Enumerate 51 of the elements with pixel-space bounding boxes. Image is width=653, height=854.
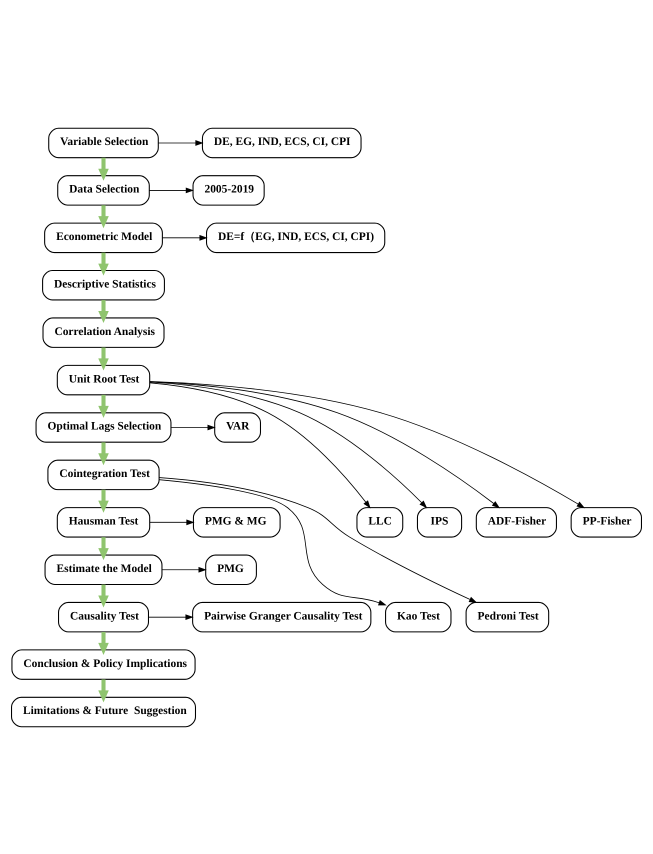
arrow (162, 566, 207, 572)
node-box: Conclusion & Policy Implications (11, 648, 196, 680)
arrow (149, 381, 428, 508)
arrow (98, 536, 109, 560)
arrow (98, 300, 109, 323)
node-box: DE, EG, IND, ECS, CI, CPI (202, 127, 362, 158)
arrow (149, 380, 585, 508)
arrow (158, 476, 478, 602)
arrow (162, 234, 208, 240)
node-box: Limitations & Future Suggestion (11, 696, 196, 727)
node-box: Econometric Model (44, 222, 163, 253)
node-box: 2005-2019 (192, 174, 265, 206)
arrow (148, 614, 194, 620)
arrow (98, 252, 109, 276)
arrow (149, 380, 500, 508)
node-box: DE=f（EG, IND, ECS, CI, CPI) (206, 222, 386, 253)
arrow (98, 157, 109, 180)
arrow (149, 518, 195, 525)
node-box: Causality Test (58, 601, 149, 632)
node-box: Hausman Test (56, 506, 150, 538)
node-box: VAR (214, 412, 262, 442)
node-box: Pairwise Granger Causality Test (192, 601, 372, 632)
arrow (149, 187, 194, 193)
node-box: Optimal Lags Selection (36, 412, 172, 442)
node-box: ADF-Fisher (476, 506, 557, 538)
arrow (98, 394, 109, 418)
arrow (98, 346, 109, 370)
node-box: Data Selection (57, 174, 150, 206)
arrow (98, 631, 109, 654)
node-box: PMG (205, 554, 257, 584)
arrow (98, 489, 109, 512)
arrow (98, 442, 109, 465)
arrow (98, 678, 109, 702)
node-box: Cointegration Test (47, 459, 160, 490)
node-box: LLC (356, 506, 404, 538)
node-box: Variable Selection (48, 127, 159, 158)
node-box: Correlation Analysis (42, 316, 165, 348)
arrow (149, 382, 371, 508)
node-box: Descriptive Statistics (42, 270, 165, 300)
arrow (98, 584, 109, 608)
node-box: Estimate the Model (44, 554, 162, 584)
node-box: Kao Test (385, 601, 452, 632)
node-box: IPS (416, 506, 462, 538)
arrow (170, 424, 216, 430)
arrow (158, 478, 387, 605)
node-box: Pedroni Test (466, 601, 550, 632)
node-box: PMG & MG (192, 506, 281, 538)
arrow (158, 140, 204, 146)
node-box: Unit Root Test (56, 364, 150, 395)
arrow (98, 204, 109, 228)
node-box: PP-Fisher (570, 506, 642, 538)
